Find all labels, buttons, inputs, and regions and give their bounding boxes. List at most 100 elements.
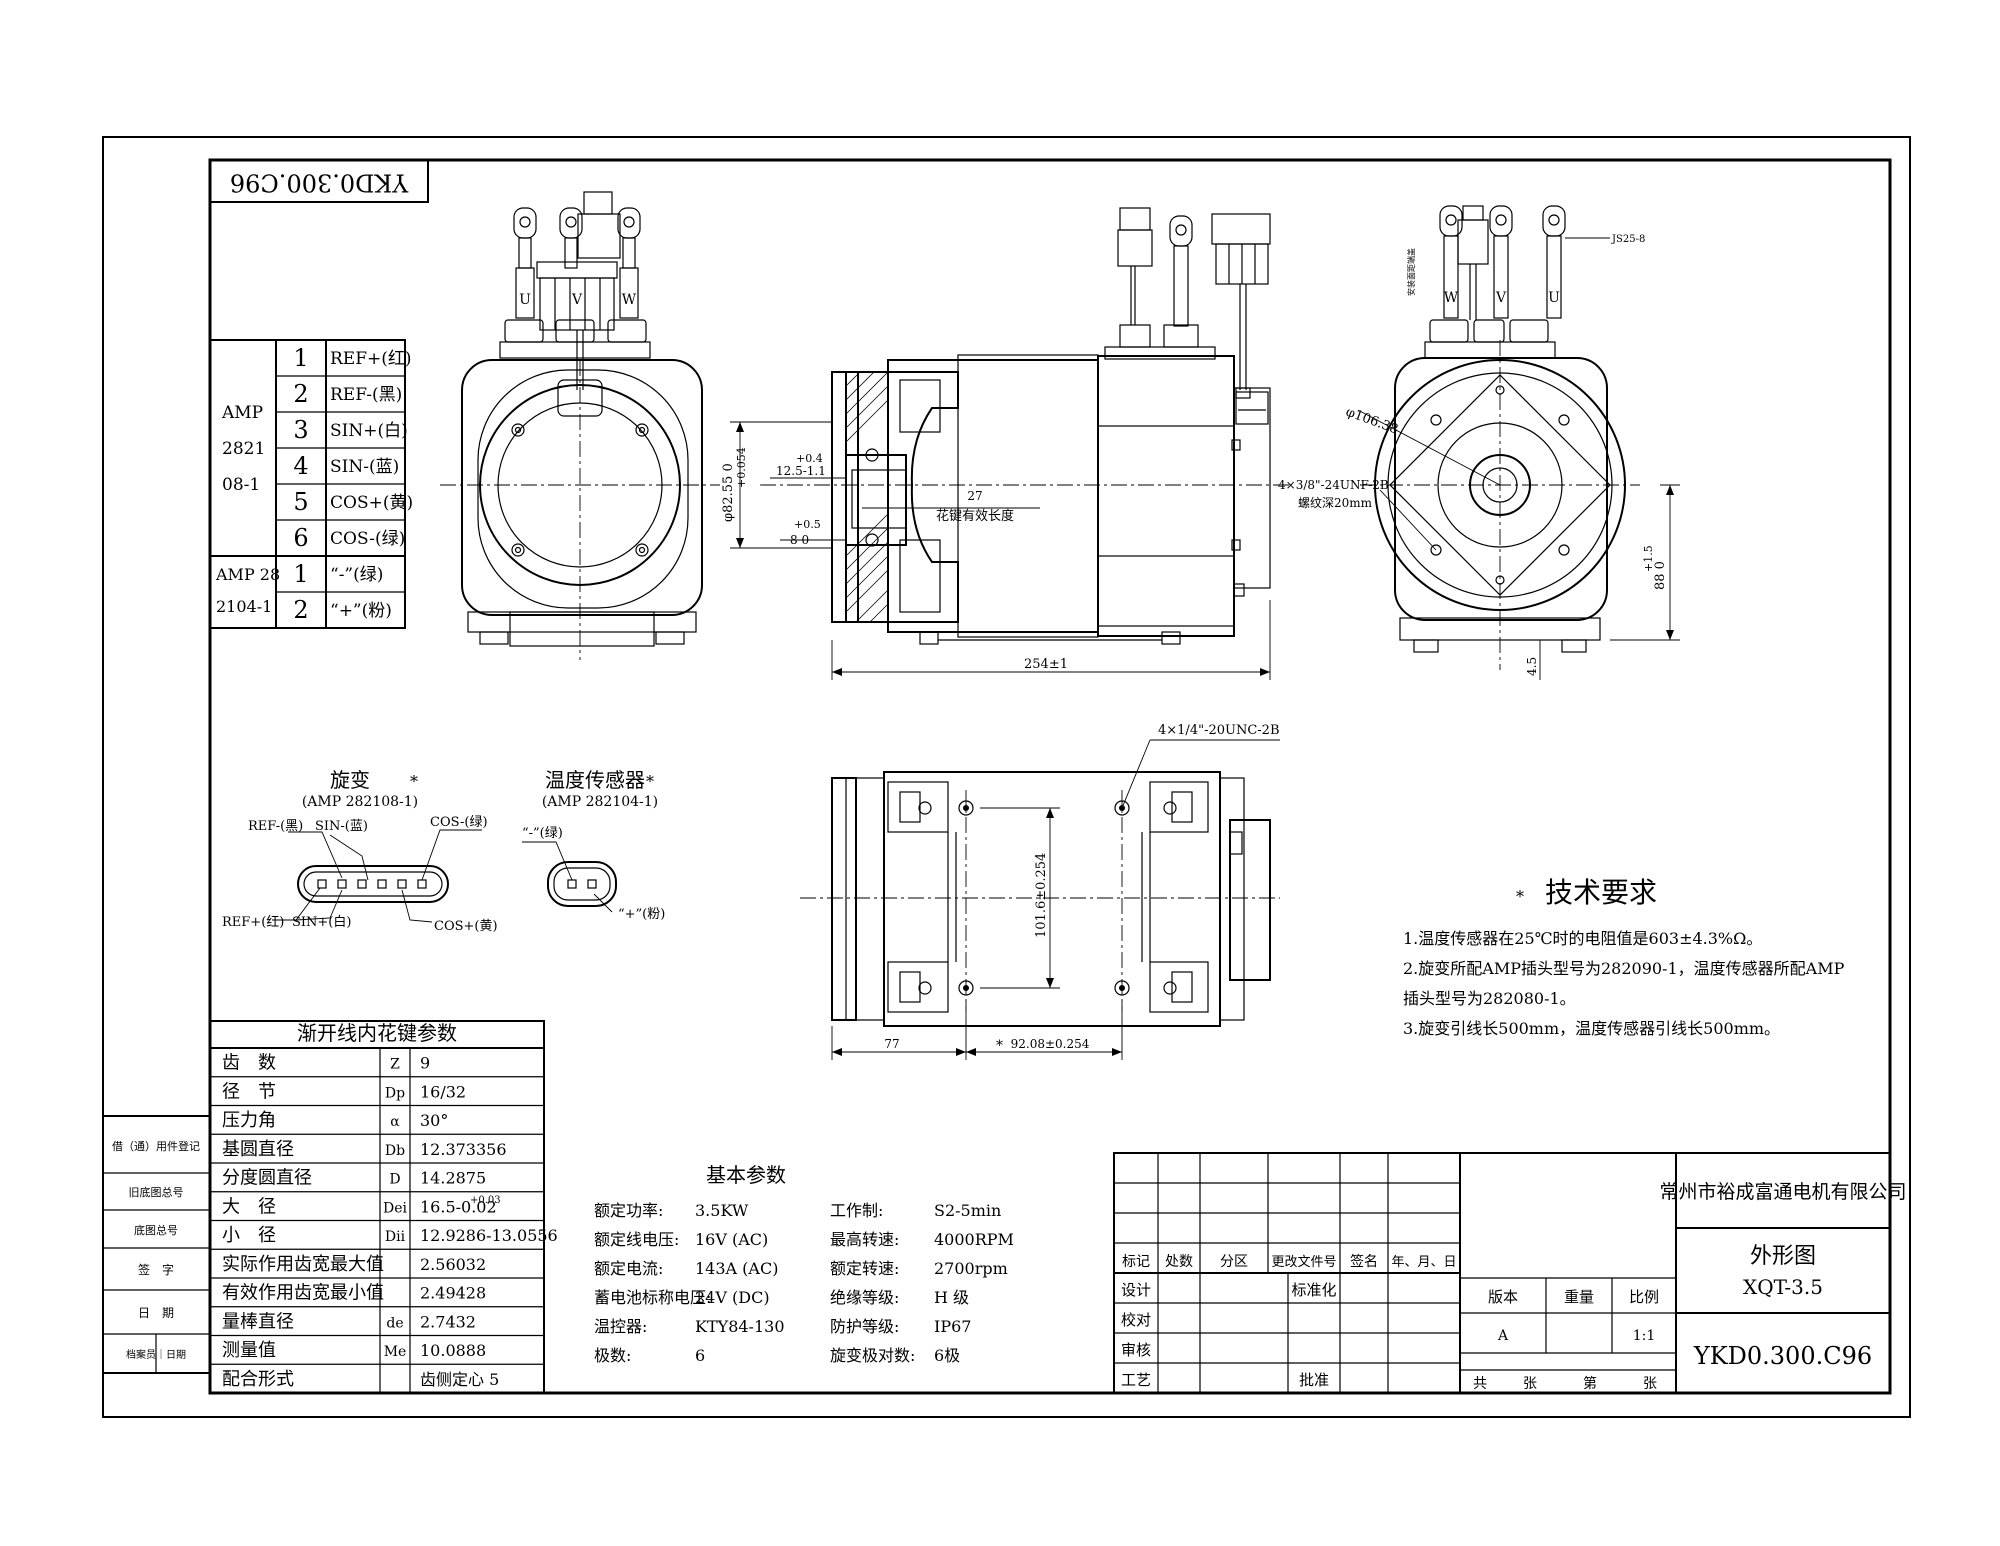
basic-param-value: KTY84-130 (695, 1317, 785, 1336)
spline-param-value: 12.9286-13.0556 (420, 1226, 558, 1245)
basic-param-label: 防护等级: (830, 1317, 899, 1336)
sheet-label: 共 (1473, 1376, 1487, 1392)
spline-param-symbol: Dp (385, 1085, 405, 1101)
reg-label: 签 字 (138, 1262, 174, 1277)
dim-bottom-thread: 4×1/4"-20UNC-2B (1158, 723, 1280, 738)
meta-header: 比例 (1629, 1288, 1659, 1306)
dim-bolt-circle: φ106.38 (1344, 405, 1400, 438)
drawing-model: XQT-3.5 (1743, 1275, 1823, 1299)
spline-param-value: 2.7432 (420, 1312, 476, 1331)
dim-bottom-offset: 77 (884, 1037, 899, 1051)
resolver-model: (AMP 282108-1) (302, 794, 418, 810)
spline-param-symbol: α (390, 1114, 400, 1130)
critical-mark: * (410, 772, 418, 791)
dim-center-height-tol: +1.5 (1642, 545, 1655, 572)
basic-param-value: 16V (AC) (695, 1230, 768, 1249)
resolver-label-cos-neg: COS-(绿) (430, 815, 488, 830)
spline-param-name: 分度圆直径 (222, 1168, 312, 1189)
spline-param-tol: +0.03 (470, 1195, 501, 1206)
drawing-name: 外形图 (1750, 1244, 1816, 1269)
spline-param-name: 径 节 (222, 1081, 276, 1102)
dim-key2-main: 8 0 (790, 533, 809, 547)
pin-signal: COS+(黄) (330, 493, 413, 513)
meta-header: 重量 (1564, 1288, 1594, 1306)
spline-param-value: 齿侧定心 5 (420, 1370, 499, 1389)
connector-pin-table: AMP 2821 08-1 AMP 28 2104-1 1 2 3 4 5 6 … (209, 339, 413, 629)
role-label: 设计 (1121, 1281, 1151, 1299)
rev-header: 标记 (1122, 1254, 1150, 1270)
spline-param-symbol: Dii (385, 1229, 406, 1245)
basic-param-label: 工作制: (830, 1201, 883, 1220)
stamp-box (209, 159, 429, 203)
basic-param-value: 4000RPM (934, 1230, 1014, 1249)
resolver-connector-drawing: 旋变 * (AMP 282108-1) REF-(黑) SIN-(蓝) COS-… (222, 768, 498, 934)
inner-frame (208, 158, 1892, 1395)
pin-no: 1 (293, 344, 308, 372)
dim-key-main: 12.5-1.1 (776, 464, 826, 478)
basic-param-value: 3.5KW (695, 1201, 749, 1220)
spline-param-symbol: Db (385, 1143, 405, 1159)
dim-spline-length: 27 (967, 489, 982, 503)
critical-mark: * (996, 1038, 1003, 1054)
dim-shaft-dia: φ82.55 0 (721, 463, 736, 522)
spline-param-name: 实际作用齿宽最大值 (222, 1254, 384, 1275)
basic-param-label: 极数: (594, 1346, 631, 1365)
tech-req-line: 2.旋变所配AMP插头型号为282090-1，温度传感器所配AMP (1403, 959, 1845, 978)
role-label: 工艺 (1121, 1371, 1151, 1389)
dim-overall-length: 254±1 (1024, 657, 1068, 672)
temp-label-pos: “+”(粉) (618, 907, 665, 922)
spline-param-name: 大 径 (222, 1196, 276, 1217)
dim-shaft-tol: +0.054 (735, 447, 748, 488)
basic-param-label: 蓄电池标称电压: (594, 1288, 711, 1307)
basic-param-value: 24V (DC) (695, 1288, 770, 1307)
spline-param-value: 30° (420, 1111, 448, 1130)
spline-param-value: 10.0888 (420, 1341, 486, 1360)
basic-param-label: 额定电流: (594, 1259, 663, 1278)
pin-signal: “+”(粉) (330, 601, 392, 621)
basic-param-value: H 级 (934, 1288, 969, 1307)
reg-label: 底图总号 (134, 1223, 178, 1237)
basic-param-value: 2700rpm (934, 1259, 1008, 1278)
critical-mark: * (646, 772, 654, 791)
pin-no: 5 (293, 488, 308, 516)
dim-key2-tol: +0.5 (794, 518, 821, 531)
basic-param-label: 绝缘等级: (830, 1288, 899, 1307)
amp1-line3: 08-1 (222, 475, 260, 495)
rear-phase-label: U (1548, 290, 1560, 306)
amp1-line2: 2821 (222, 439, 265, 459)
basic-param-value: 143A (AC) (695, 1259, 778, 1278)
resolver-label-ref-neg: REF-(黑) (248, 819, 303, 834)
reg-label: 档案员｜日期 (126, 1348, 186, 1361)
side-view: φ82.55 0 +0.054 12.5-1.1 +0.4 8 0 +0.5 2… (721, 207, 1290, 680)
rear-note: JS25-8 (1611, 234, 1645, 245)
reg-label: 旧底图总号 (129, 1185, 184, 1199)
spline-param-name: 配合形式 (222, 1369, 294, 1390)
rev-header: 年、月、日 (1391, 1255, 1456, 1270)
spline-param-name: 压力角 (222, 1110, 276, 1131)
spline-param-name: 基圆直径 (222, 1139, 294, 1160)
spline-param-name: 测量值 (222, 1340, 276, 1361)
spline-param-value: 2.49428 (420, 1284, 486, 1303)
dim-rear-thread-1: 4×3/8"-24UNF-2B (1278, 478, 1389, 492)
dim-center-height: 88 0 (1653, 561, 1668, 590)
title-stamp-text: YKD0.300.C96 (230, 169, 409, 197)
front-view: U V W (440, 191, 720, 660)
outer-frame (102, 136, 1911, 1418)
rev-header: 处数 (1165, 1254, 1193, 1270)
basic-param-label: 额定转速: (830, 1259, 899, 1278)
pin-signal: REF-(黑) (330, 385, 402, 405)
dim-bottom-hole-dist: 92.08±0.254 (1011, 1037, 1090, 1051)
spline-param-value: 16.5-0.02 (420, 1197, 497, 1216)
sheet-label: 第 (1583, 1375, 1597, 1392)
pin-signal: SIN-(蓝) (330, 457, 399, 477)
pin-no: 6 (293, 524, 308, 552)
basic-param-label: 旋变极对数: (830, 1346, 915, 1365)
tech-req-line: 3.旋变引线长500mm，温度传感器引线长500mm。 (1403, 1019, 1780, 1038)
rear-vertical-note: 安装面距端盖 (1406, 248, 1416, 296)
spline-param-name: 量棒直径 (222, 1311, 294, 1332)
spline-param-symbol: D (389, 1172, 400, 1188)
pin-no: 2 (293, 380, 308, 408)
